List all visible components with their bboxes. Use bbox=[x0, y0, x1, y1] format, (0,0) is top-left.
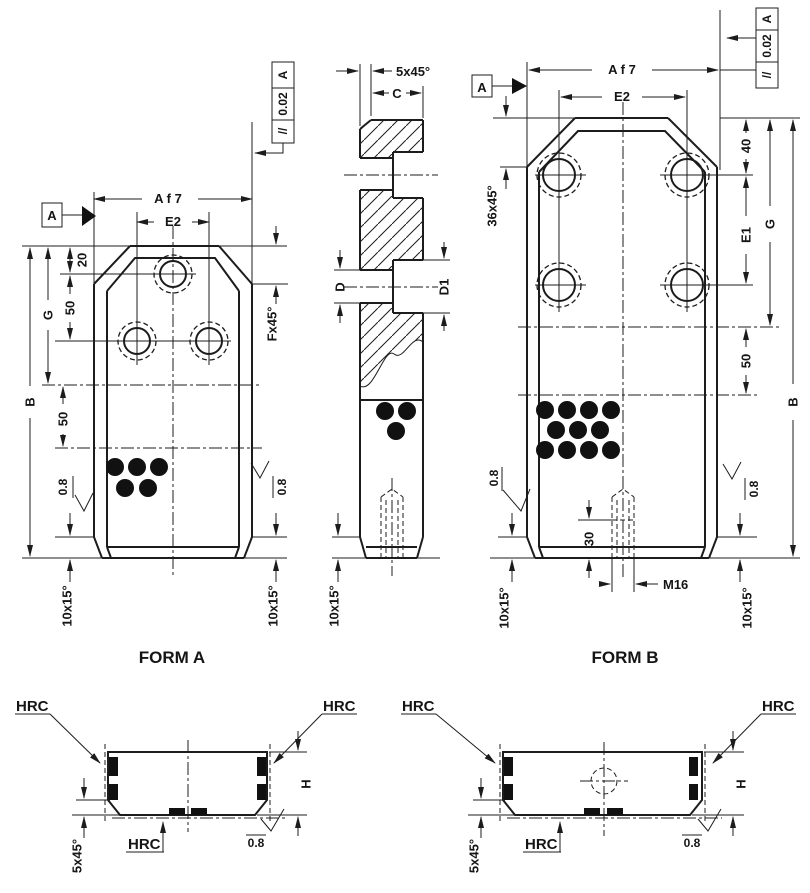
form-a-ra-right-label: 0.8 bbox=[275, 478, 289, 495]
side-section-view: 5x45° C D D1 10x15° bbox=[327, 64, 452, 627]
section-a-hardened-zones bbox=[109, 757, 266, 815]
section-a-callouts: HRC HRC HRC H 5x45° 0.8 bbox=[15, 698, 357, 873]
form-a-dimensions: A f 7 E2 20 50 G 50 B Fx45° 10x15° 10x15… bbox=[23, 191, 281, 627]
section-b-hardened-zones bbox=[504, 757, 698, 815]
form-b-50-label: 50 bbox=[739, 354, 754, 368]
hardness-section-a: HRC HRC HRC H 5x45° 0.8 bbox=[15, 698, 357, 873]
section-a-hrc-bottom: HRC bbox=[128, 836, 161, 853]
form-b-b-label: B bbox=[786, 397, 801, 406]
form-a-chamfer-label: Fx45° bbox=[265, 307, 280, 342]
form-a-datum-frame: A bbox=[41, 202, 96, 228]
section-b-chamfer-label: 5x45° bbox=[467, 839, 482, 873]
side-section-dimensions: 5x45° C D D1 10x15° bbox=[327, 64, 452, 627]
side-d1-label: D1 bbox=[437, 279, 452, 296]
form-b-thread bbox=[611, 488, 635, 592]
form-b-thread-label: M16 bbox=[663, 577, 688, 592]
form-a-50-top-label: 50 bbox=[63, 301, 78, 315]
form-b-roughness-left: 0.8 bbox=[487, 467, 531, 512]
form-b-fcf-symbol: // bbox=[760, 71, 774, 78]
form-b-e1-label: E1 bbox=[739, 227, 754, 243]
section-a-centerlines bbox=[72, 740, 307, 832]
form-b-40-label: 40 bbox=[739, 139, 754, 153]
form-a-holes bbox=[117, 254, 229, 361]
form-a-fcf-symbol: // bbox=[276, 127, 290, 134]
form-b-ra-left-label: 0.8 bbox=[487, 469, 501, 486]
side-d-label: D bbox=[333, 282, 348, 291]
form-a-view: A A 0.02 // A f 7 E2 20 50 G 50 B bbox=[22, 61, 295, 667]
section-b-hrc-top-left: HRC bbox=[402, 698, 435, 715]
side-c-label: C bbox=[392, 86, 402, 101]
section-b-h-label: H bbox=[734, 779, 749, 788]
form-b-hardness-dots bbox=[536, 401, 620, 459]
form-b-e2-label: E2 bbox=[614, 89, 630, 104]
section-a-ra-label: 0.8 bbox=[248, 836, 265, 850]
form-a-g-label: G bbox=[41, 310, 56, 320]
form-b-taper-left-label: 10x15° bbox=[497, 587, 512, 628]
section-a-h-label: H bbox=[299, 779, 314, 788]
form-a-50-mid-label: 50 bbox=[56, 412, 71, 426]
section-b-ra-label: 0.8 bbox=[684, 836, 701, 850]
form-b-ra-right-label: 0.8 bbox=[747, 480, 761, 497]
form-a-b-label: B bbox=[23, 397, 38, 406]
section-a-chamfer-label: 5x45° bbox=[70, 839, 85, 873]
form-b-title: FORM B bbox=[591, 648, 658, 667]
form-a-taper-left-label: 10x15° bbox=[60, 585, 75, 626]
form-b-parallelism-fcf: A 0.02 // bbox=[720, 7, 779, 89]
section-hatch bbox=[360, 120, 423, 387]
form-b-taper-right-label: 10x15° bbox=[740, 587, 755, 628]
side-taper-label: 10x15° bbox=[327, 585, 342, 626]
form-b-datum-frame: A bbox=[471, 74, 527, 98]
form-b-outline bbox=[526, 117, 718, 559]
section-b-callouts: HRC HRC HRC H 5x45° 0.8 bbox=[401, 698, 796, 873]
form-b-roughness-right: 0.8 bbox=[722, 461, 761, 500]
form-a-taper-right-label: 10x15° bbox=[266, 585, 281, 626]
section-b-hrc-bottom: HRC bbox=[525, 836, 558, 853]
form-a-e2-label: E2 bbox=[165, 214, 181, 229]
form-b-dimensions: A f 7 E2 36x45° 40 E1 G 50 B 30 M16 10x1… bbox=[485, 62, 801, 629]
section-b-hrc-top-right: HRC bbox=[762, 698, 795, 715]
form-a-width-label: A f 7 bbox=[154, 191, 182, 206]
form-a-fcf-value: 0.02 bbox=[276, 92, 290, 116]
form-b-g-label: G bbox=[763, 219, 778, 229]
form-b-view: A A 0.02 // A f 7 E2 36x45° 40 E1 G 50 bbox=[471, 7, 801, 667]
section-a-hrc-top-right: HRC bbox=[323, 698, 356, 715]
datum-triangle-icon bbox=[512, 78, 527, 94]
side-section-hardness-dots bbox=[376, 402, 416, 440]
form-b-width-label: A f 7 bbox=[608, 62, 636, 77]
hardness-section-b: HRC HRC HRC H 5x45° 0.8 bbox=[401, 698, 796, 873]
form-b-30-label: 30 bbox=[582, 532, 597, 546]
form-a-parallelism-fcf: A 0.02 // bbox=[254, 61, 295, 156]
form-a-ra-left-label: 0.8 bbox=[56, 478, 70, 495]
form-b-chamfer-label: 36x45° bbox=[485, 185, 500, 226]
form-a-fcf-datum: A bbox=[276, 70, 290, 79]
form-a-hardness-dots bbox=[106, 458, 168, 497]
form-a-datum-label: A bbox=[47, 208, 57, 223]
section-a-hrc-top-left: HRC bbox=[16, 698, 49, 715]
side-section-thread bbox=[380, 488, 404, 558]
form-b-holes bbox=[536, 152, 710, 308]
form-a-20-label: 20 bbox=[75, 253, 90, 267]
datum-triangle-icon bbox=[82, 206, 96, 226]
form-a-centerlines bbox=[22, 122, 288, 576]
form-a-roughness-left: 0.8 bbox=[56, 476, 94, 513]
form-a-roughness-right: 0.8 bbox=[250, 460, 289, 498]
form-b-datum-label: A bbox=[477, 80, 487, 95]
form-a-title: FORM A bbox=[139, 648, 205, 667]
form-b-fcf-datum: A bbox=[760, 14, 774, 23]
form-b-fcf-value: 0.02 bbox=[760, 34, 774, 58]
side-chamfer-label: 5x45° bbox=[396, 64, 430, 79]
